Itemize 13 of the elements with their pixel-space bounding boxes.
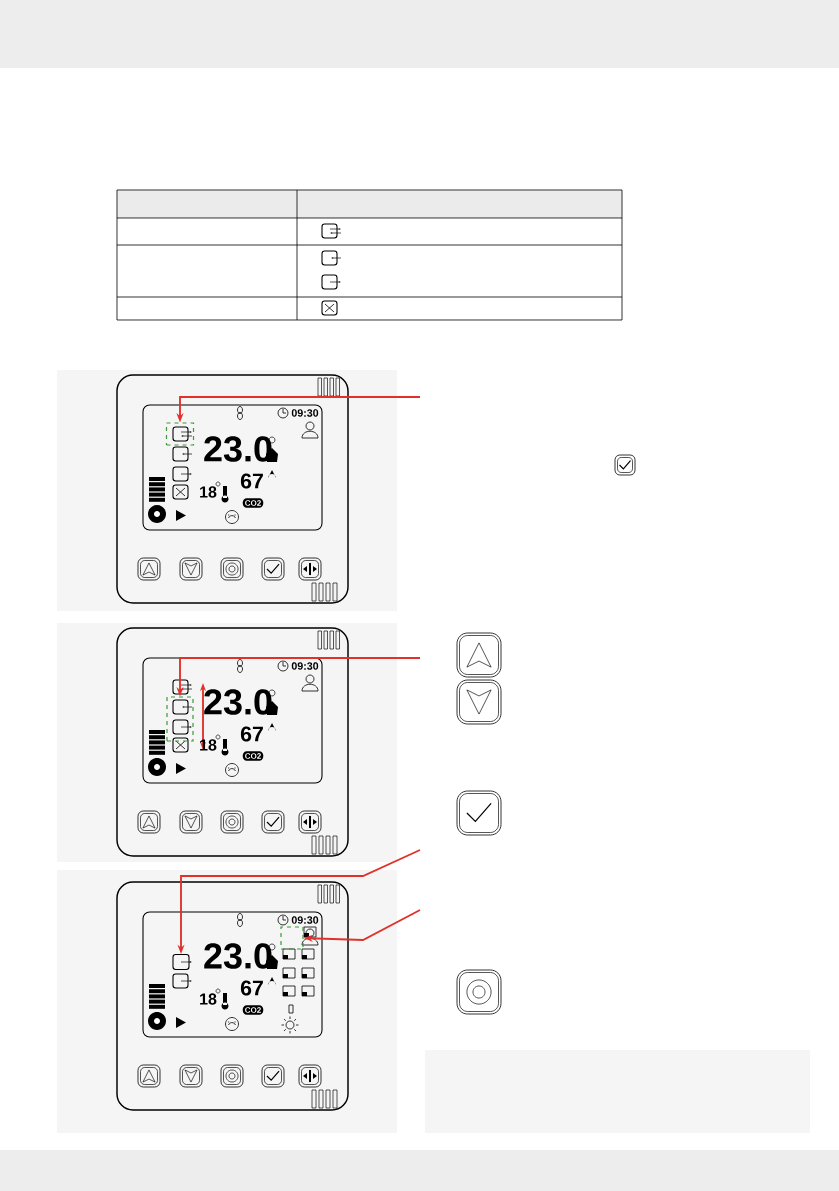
humidity-readout: 67 xyxy=(240,980,263,996)
floor-temperature-readout: 18 xyxy=(200,739,217,751)
clock-time: 09:30 xyxy=(291,662,319,670)
clock-time: 09:30 xyxy=(291,409,319,417)
humidity-readout: 67 xyxy=(240,726,263,742)
floor-temperature-readout: 18 xyxy=(200,486,217,498)
selection-frame xyxy=(280,926,304,950)
temperature-readout: 23.0 xyxy=(204,943,272,969)
selection-frame xyxy=(165,422,195,446)
mode-icon xyxy=(172,953,192,971)
humidity-readout: 67 xyxy=(240,473,263,489)
floor-temperature-readout: 18 xyxy=(200,993,217,1005)
selection-frame xyxy=(166,696,194,742)
